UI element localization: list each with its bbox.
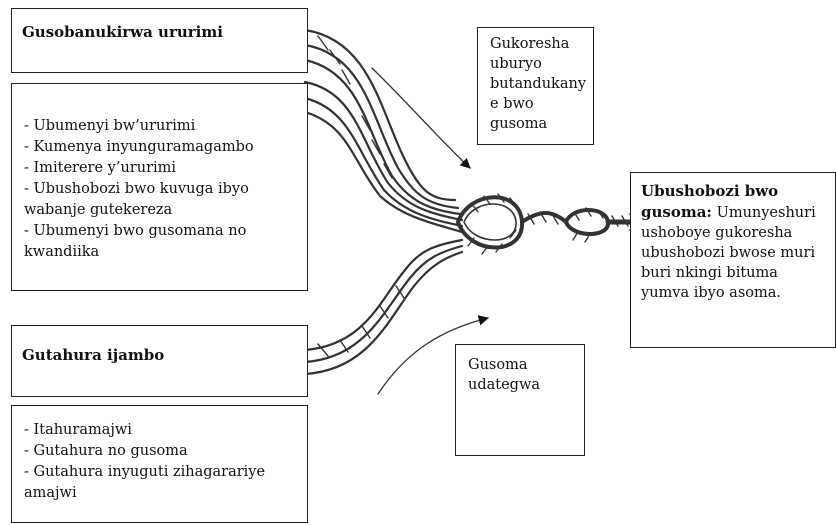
reading-strategies-box: Gukoresha uburyo butandukany e bwo gusom… — [477, 27, 594, 145]
reading-competence-box: Ubushobozi bwo gusoma: Umunyeshuri ushob… — [630, 172, 836, 348]
list-item: - Itahuramajwi — [24, 420, 295, 441]
list-item: - Ubumenyi bw’ururimi — [24, 116, 295, 137]
language-skills-list-box: - Ubumenyi bw’ururimi - Kumenya inyungur… — [11, 83, 308, 291]
word-recognition-title-box: Gutahura ijambo — [11, 325, 308, 397]
list-item: - Ubumenyi bwo gusomana no kwandiika — [24, 221, 295, 263]
reading-strategies-text: Gukoresha uburyo butandukany e bwo gusom… — [490, 34, 581, 134]
reading-fluency-text: Gusoma udategwa — [468, 355, 572, 395]
list-item: - Imiterere y’ururimi — [24, 158, 295, 179]
reading-competence-text: Ubushobozi bwo gusoma: Umunyeshuri ushob… — [641, 181, 825, 303]
list-item: - Gutahura no gusoma — [24, 441, 295, 462]
word-recognition-title: Gutahura ijambo — [22, 346, 297, 364]
language-skills-list: - Ubumenyi bw’ururimi - Kumenya inyungur… — [24, 116, 295, 263]
reading-fluency-box: Gusoma udategwa — [455, 344, 585, 456]
list-item: - Gutahura inyuguti zihagarariye amajwi — [24, 462, 295, 504]
list-item: - Ubushobozi bwo kuvuga ibyo wabanje gut… — [24, 179, 295, 221]
decoding-skills-list-box: - Itahuramajwi - Gutahura no gusoma - Gu… — [11, 405, 308, 523]
word-comprehension-title: Gusobanukirwa ururimi — [22, 23, 297, 41]
list-item: - Kumenya inyunguramagambo — [24, 137, 295, 158]
decoding-skills-list: - Itahuramajwi - Gutahura no gusoma - Gu… — [24, 420, 295, 504]
word-comprehension-title-box: Gusobanukirwa ururimi — [11, 8, 308, 73]
